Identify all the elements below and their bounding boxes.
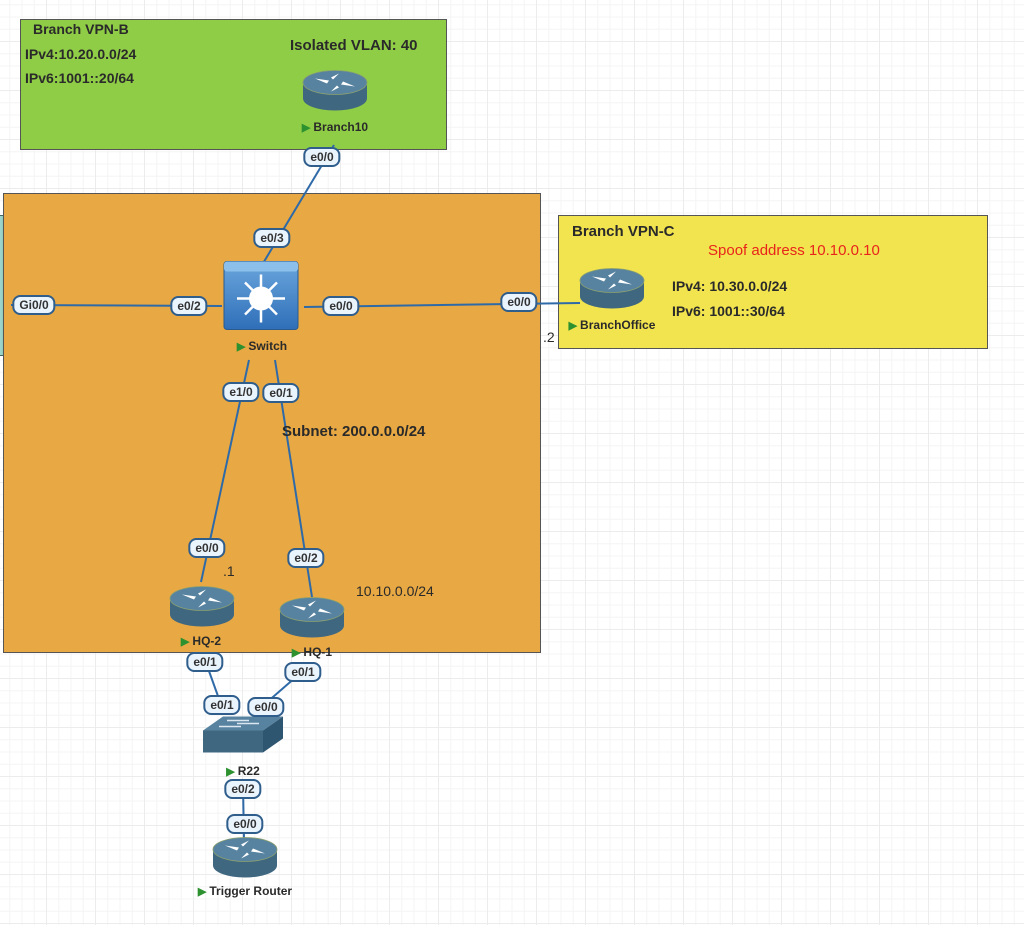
branch-b-vlan-note: Isolated VLAN: 40: [290, 37, 418, 54]
port-switch-e0-0[interactable]: e0/0: [322, 296, 360, 316]
port-switch-e0-2[interactable]: e0/2: [170, 296, 208, 316]
branchoffice-host-address: .2: [543, 329, 555, 345]
running-indicator-icon: ▶: [197, 886, 207, 898]
port-switch-e0-1[interactable]: e0/1: [262, 383, 300, 403]
port-r22-e0-2[interactable]: e0/2: [224, 779, 262, 799]
branch-b-ipv4: IPv4:10.20.0.0/24: [25, 46, 137, 62]
port-switch-e1-0[interactable]: e1/0: [222, 382, 260, 402]
port-switch-e0-3[interactable]: e0/3: [253, 228, 291, 248]
router-icon: [302, 70, 368, 111]
node-hq2[interactable]: [168, 585, 236, 634]
running-indicator-icon: ▶: [236, 341, 246, 353]
node-branch-office-label: ▶BranchOffice: [568, 318, 656, 332]
node-trigger-router-label: ▶Trigger Router: [197, 884, 293, 898]
node-switch-label: ▶Switch: [236, 339, 288, 353]
node-branch-office[interactable]: [578, 267, 646, 316]
running-indicator-icon: ▶: [226, 766, 235, 778]
router-icon: [279, 597, 345, 638]
router-icon: [169, 586, 235, 627]
branch-b-ipv6: IPv6:1001::20/64: [25, 70, 134, 86]
node-branch10[interactable]: [301, 69, 369, 118]
hq-subnet-label: Subnet: 200.0.0.0/24: [282, 423, 426, 440]
port-hq2-e0-1[interactable]: e0/1: [186, 652, 224, 672]
node-hq1[interactable]: [278, 596, 346, 645]
router-icon: [212, 837, 278, 878]
port-hq1-e0-1[interactable]: e0/1: [284, 662, 322, 682]
node-r22-label: ▶R22: [226, 764, 260, 778]
l2-switch-icon: [203, 716, 283, 753]
node-hq1-label: ▶HQ-1: [291, 645, 333, 659]
hq-lan-label: 10.10.0.0/24: [356, 583, 434, 599]
branch-c-spoof-note: Spoof address 10.10.0.10: [708, 242, 880, 259]
node-r22[interactable]: [201, 715, 285, 760]
port-trigger-e0-0[interactable]: e0/0: [226, 814, 264, 834]
branch-b-title: Branch VPN-B: [33, 21, 129, 37]
l3-switch-icon: [223, 261, 299, 330]
port-r22-e0-0[interactable]: e0/0: [247, 697, 285, 717]
port-branch10-e0-0[interactable]: e0/0: [303, 147, 341, 167]
running-indicator-icon: ▶: [180, 636, 190, 648]
node-trigger-router[interactable]: [211, 836, 279, 885]
port-r22-e0-1[interactable]: e0/1: [203, 695, 241, 715]
router-icon: [579, 268, 645, 309]
branch-c-ipv6: IPv6: 1001::30/64: [672, 303, 785, 319]
running-indicator-icon: ▶: [291, 647, 301, 659]
running-indicator-icon: ▶: [568, 320, 578, 332]
zone-branch-vpn-c[interactable]: [558, 215, 988, 349]
branch-c-ipv4: IPv4: 10.30.0.0/24: [672, 278, 788, 294]
port-hq2-e0-0[interactable]: e0/0: [188, 538, 226, 558]
port-hq1-e0-2[interactable]: e0/2: [287, 548, 325, 568]
zone-branch-vpn-b[interactable]: [20, 19, 447, 150]
node-hq2-label: ▶HQ-2: [180, 634, 222, 648]
port-left-gi0-0[interactable]: Gi0/0: [12, 295, 56, 315]
branch-c-title: Branch VPN-C: [572, 223, 675, 240]
running-indicator-icon: ▶: [301, 122, 311, 134]
node-branch10-label: ▶Branch10: [301, 120, 369, 134]
port-branchoffice-e0-0[interactable]: e0/0: [500, 292, 538, 312]
hq2-host-address: .1: [223, 563, 235, 579]
node-switch[interactable]: [223, 261, 299, 336]
